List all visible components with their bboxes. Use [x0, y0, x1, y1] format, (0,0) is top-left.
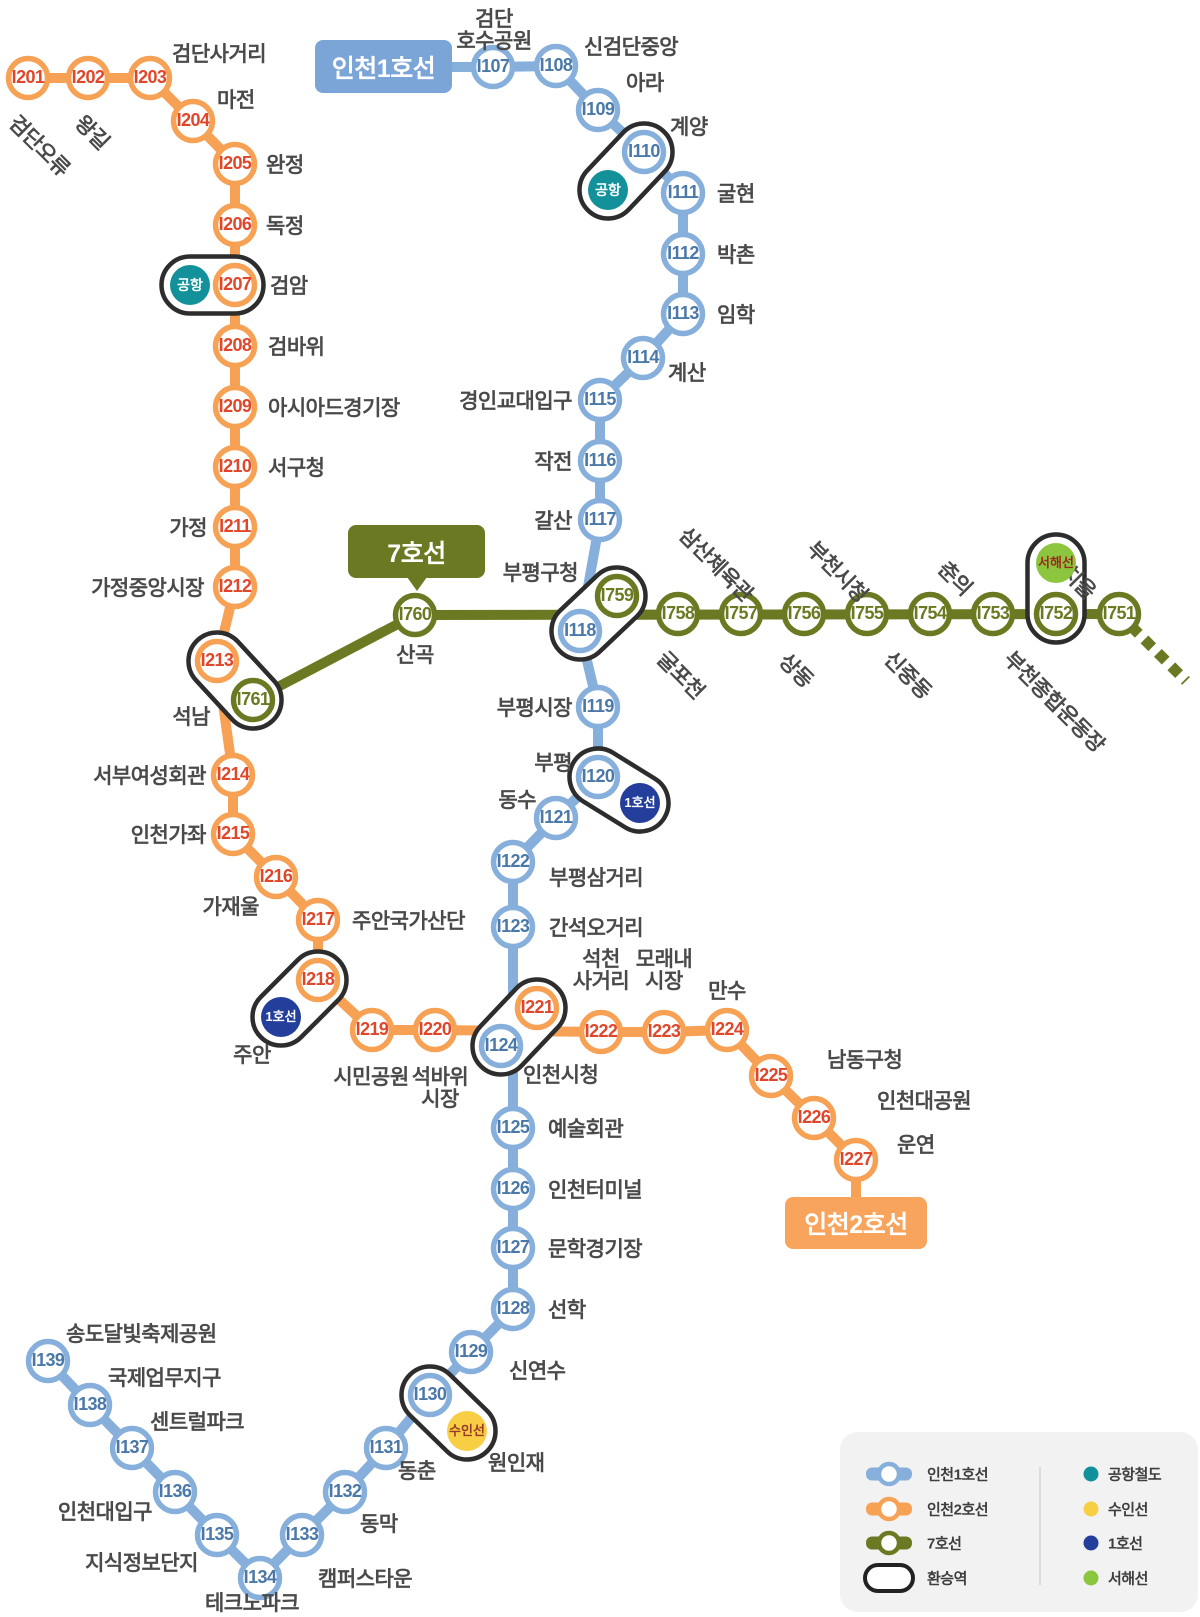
transfer-capsule	[567, 746, 671, 834]
station-circle-I139	[25, 1338, 71, 1384]
legend-dot	[1083, 1466, 1099, 1482]
station-circle-I204	[170, 98, 216, 144]
legend-dot	[1083, 1570, 1099, 1586]
station-circle-I206	[212, 202, 258, 248]
legend-box	[840, 1432, 1198, 1612]
station-circle-I759	[594, 573, 640, 619]
station-circle-I761	[230, 677, 276, 723]
station-circle-I203	[127, 55, 173, 101]
station-circle-I130	[407, 1372, 453, 1418]
station-circle-I111	[660, 170, 706, 216]
station-circle-I133	[279, 1512, 325, 1558]
station-circle-I136	[152, 1469, 198, 1515]
station-circle-I753	[970, 591, 1016, 637]
station-circle-I218	[295, 957, 341, 1003]
station-circle-I129	[448, 1329, 494, 1375]
line7-dashed-tail	[1127, 622, 1190, 685]
legend-dot	[1083, 1501, 1099, 1517]
transfer-capsule	[549, 565, 648, 662]
station-circle-I123	[490, 904, 536, 950]
legend-transfer-symbol	[863, 1563, 915, 1593]
station-circle-I226	[791, 1095, 837, 1141]
station-circle-I132	[322, 1469, 368, 1515]
station-circle-I758	[655, 591, 701, 637]
station-circle-I224	[704, 1007, 750, 1053]
line-path-incheon1	[43, 61, 688, 1583]
station-circle-I220	[412, 1007, 458, 1053]
station-circle-I751	[1096, 591, 1142, 637]
station-circle-I131	[363, 1425, 409, 1471]
station-circle-I121	[533, 795, 579, 841]
station-circle-I760	[392, 592, 438, 638]
station-circle-I227	[833, 1137, 879, 1183]
station-circle-I221	[514, 985, 560, 1031]
transfer-capsule	[470, 977, 568, 1077]
transfer-capsule	[186, 630, 284, 731]
station-circle-I214	[210, 752, 256, 798]
station-circle-I128	[490, 1286, 536, 1332]
station-circle-I134	[237, 1555, 283, 1601]
station-circle-I752	[1033, 591, 1079, 637]
station-circle-I114	[620, 335, 666, 381]
station-circle-I209	[212, 384, 258, 430]
station-circle-I223	[641, 1009, 687, 1055]
station-circle-I225	[748, 1053, 794, 1099]
station-circle-I138	[67, 1382, 113, 1428]
station-circle-I120	[575, 754, 621, 800]
legend-dot	[1083, 1535, 1099, 1551]
station-circle-I115	[577, 377, 623, 423]
station-circle-I215	[210, 811, 256, 857]
station-circle-I755	[844, 591, 890, 637]
legend-line-symbol-circle	[876, 1530, 902, 1556]
station-circle-I124	[478, 1023, 524, 1069]
station-circle-I208	[212, 323, 258, 369]
station-circle-I216	[253, 854, 299, 900]
transfer-capsule	[577, 121, 675, 221]
legend-line-symbol-circle	[876, 1461, 902, 1487]
station-circle-I217	[295, 897, 341, 943]
station-circle-I757	[718, 591, 764, 637]
transfer-capsule	[250, 949, 349, 1048]
legend-line-symbol-circle	[876, 1496, 902, 1522]
station-circle-I201	[5, 55, 51, 101]
station-circle-I207	[212, 262, 258, 308]
station-circle-I210	[212, 444, 258, 490]
station-circle-I125	[490, 1105, 536, 1151]
station-circle-I212	[212, 564, 258, 610]
station-circle-I202	[65, 55, 111, 101]
station-circle-I113	[660, 291, 706, 337]
station-circle-I108	[533, 43, 579, 89]
station-circle-I116	[577, 438, 623, 484]
station-circle-I219	[349, 1007, 395, 1053]
station-circle-I119	[575, 684, 621, 730]
station-circle-I205	[212, 141, 258, 187]
station-circle-I127	[490, 1225, 536, 1271]
station-circle-I211	[212, 504, 258, 550]
station-circle-I754	[907, 591, 953, 637]
station-circle-I122	[490, 839, 536, 885]
station-circle-I135	[194, 1512, 240, 1558]
station-circle-I222	[578, 1009, 624, 1055]
station-circle-I137	[109, 1425, 155, 1471]
station-circle-I112	[660, 231, 706, 277]
station-circle-I756	[781, 591, 827, 637]
station-circle-I107	[470, 44, 516, 90]
station-circle-I109	[575, 87, 621, 133]
station-circle-I118	[557, 608, 603, 654]
station-circle-I213	[194, 638, 240, 684]
station-circle-I117	[577, 497, 623, 543]
station-circle-I110	[621, 129, 667, 175]
station-circle-I126	[490, 1166, 536, 1212]
